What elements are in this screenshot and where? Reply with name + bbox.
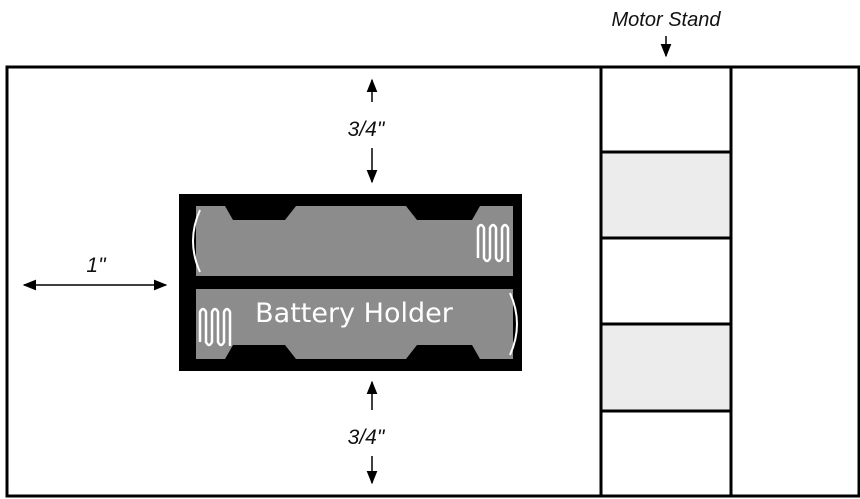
- battery-cell-lower: [196, 289, 513, 359]
- battery-holder: Battery Holder: [179, 194, 522, 371]
- battery-holder-label: Battery Holder: [255, 298, 454, 329]
- top-gap-label: 3/4": [348, 118, 386, 141]
- side-gap-label: 1": [86, 254, 107, 277]
- spring-icon: [198, 307, 232, 347]
- motor-stand-segment-1: [599, 65, 733, 154]
- bottom-gap-label: 3/4": [348, 426, 386, 449]
- battery-cell-upper-end: [192, 209, 201, 273]
- motor-stand: [599, 65, 733, 498]
- spring-icon: [476, 223, 510, 263]
- battery-cell-lower-end: [509, 292, 518, 356]
- motor-stand-segment-3: [599, 236, 733, 326]
- battery-cell-upper: [196, 206, 513, 276]
- motor-stand-segment-2: [599, 150, 733, 240]
- motor-stand-label: Motor Stand: [612, 9, 722, 31]
- motor-stand-segment-5: [599, 409, 733, 498]
- motor-stand-segment-4: [599, 322, 733, 413]
